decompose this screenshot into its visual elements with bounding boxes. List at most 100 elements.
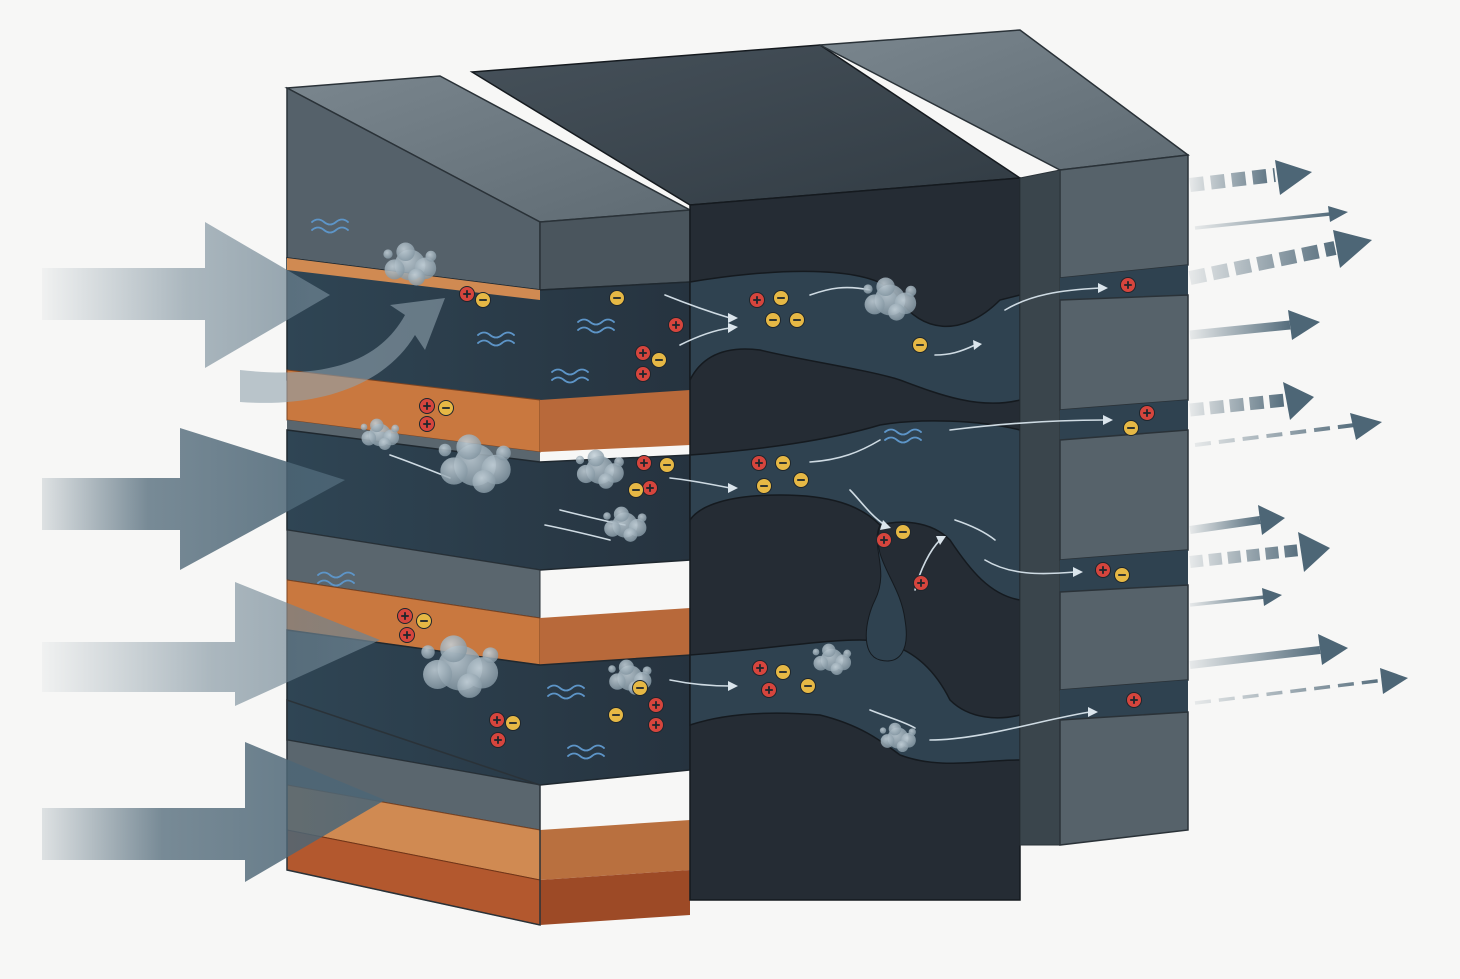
streamline xyxy=(934,344,976,356)
outgoing-arrow-6 xyxy=(1194,413,1382,447)
incoming-arrow-4 xyxy=(42,742,385,882)
copper-layer-4-side xyxy=(540,870,690,925)
positive-ion-icon xyxy=(419,416,435,432)
particle-cluster-icon xyxy=(421,635,499,698)
positive-ion-icon xyxy=(1120,277,1136,293)
negative-ion-icon xyxy=(438,400,454,416)
particle-clusters xyxy=(360,242,917,753)
particle-cluster-icon xyxy=(360,418,400,450)
negative-ion-icon xyxy=(1114,567,1130,583)
right-gap-2 xyxy=(1060,400,1188,440)
left-stack-top-slab-side xyxy=(539,209,691,291)
negative-ion-icon xyxy=(416,613,432,629)
positive-ion-icon xyxy=(635,345,651,361)
streamline-head xyxy=(728,483,738,493)
positive-ion-icon xyxy=(1095,562,1111,578)
streamline xyxy=(984,559,1076,575)
outgoing-arrow-9 xyxy=(1189,588,1282,607)
core-slot-upper xyxy=(689,270,1021,404)
particle-cluster-icon xyxy=(603,506,647,542)
core-slot-middle xyxy=(689,420,1021,601)
incoming-flow-arrows xyxy=(42,222,445,882)
streamline-head xyxy=(728,323,738,333)
ions xyxy=(397,277,1155,748)
water-wave-icon xyxy=(477,331,515,347)
streamline xyxy=(954,519,996,541)
outgoing-arrow-1 xyxy=(1189,160,1312,195)
negative-ion-icon xyxy=(793,472,809,488)
streamline xyxy=(679,327,731,346)
negative-ion-icon xyxy=(608,707,624,723)
water-wave-icon xyxy=(567,744,605,760)
streamline xyxy=(669,679,731,687)
outgoing-arrow-4 xyxy=(1189,310,1320,340)
streamline xyxy=(849,489,886,526)
streamline-head xyxy=(880,520,891,530)
particle-cluster-icon xyxy=(575,449,624,489)
water-wave-icon xyxy=(577,318,615,334)
negative-ion-icon xyxy=(1123,420,1139,436)
positive-ion-icon xyxy=(635,366,651,382)
negative-ion-icon xyxy=(609,290,625,306)
outgoing-flow-arrows xyxy=(1188,160,1408,705)
outgoing-arrow-7 xyxy=(1189,505,1285,535)
positive-ion-icon xyxy=(397,608,413,624)
outgoing-arrow-2 xyxy=(1194,206,1348,230)
incoming-curved-arrow xyxy=(240,298,445,403)
particle-cluster-icon xyxy=(879,722,916,753)
copper-layer-3-side xyxy=(540,820,690,880)
streamline xyxy=(869,709,916,729)
negative-ion-icon xyxy=(912,337,928,353)
negative-ion-icon xyxy=(475,292,491,308)
streamline xyxy=(809,439,881,463)
positive-ion-icon xyxy=(648,697,664,713)
outgoing-arrow-3 xyxy=(1188,230,1372,285)
flow-streamlines xyxy=(389,286,1106,741)
negative-ion-icon xyxy=(800,678,816,694)
water-waves xyxy=(311,218,922,760)
right-block-2 xyxy=(1059,294,1189,411)
particle-cluster-icon xyxy=(383,242,437,286)
streamline xyxy=(664,294,731,319)
water-wave-icon xyxy=(311,218,349,234)
negative-ion-icon xyxy=(775,455,791,471)
incoming-arrow-3 xyxy=(42,582,380,706)
negative-ion-icon xyxy=(651,352,667,368)
negative-ion-icon xyxy=(628,482,644,498)
streamline-head xyxy=(728,313,738,323)
copper-layer-1-side xyxy=(540,390,690,452)
negative-ion-icon xyxy=(789,312,805,328)
streamline-head xyxy=(728,681,738,691)
core-slot-curve xyxy=(865,524,907,662)
streamline xyxy=(929,711,1091,741)
copper-layer-2-side xyxy=(540,608,690,665)
particle-cluster-icon xyxy=(438,434,511,494)
streamline xyxy=(949,419,1106,431)
streamline-head xyxy=(1088,707,1098,717)
positive-ion-icon xyxy=(636,455,652,471)
positive-ion-icon xyxy=(913,575,929,591)
incoming-arrow-1 xyxy=(42,222,330,368)
positive-ion-icon xyxy=(490,732,506,748)
particle-cluster-icon xyxy=(863,277,917,321)
streamline-head xyxy=(936,536,946,545)
core-block xyxy=(469,44,1023,901)
outgoing-arrow-8 xyxy=(1189,532,1330,572)
particle-cluster-icon xyxy=(812,643,852,675)
positive-ion-icon xyxy=(419,398,435,414)
streamline-head xyxy=(973,340,982,350)
water-wave-icon xyxy=(317,571,355,587)
water-wave-icon xyxy=(551,368,589,384)
streamline xyxy=(544,524,611,541)
outgoing-arrow-11 xyxy=(1194,668,1408,705)
streamline-head xyxy=(1098,283,1108,293)
right-block-1 xyxy=(1059,154,1189,279)
negative-ion-icon xyxy=(659,457,675,473)
positive-ion-icon xyxy=(876,532,892,548)
negative-ion-icon xyxy=(765,312,781,328)
positive-ion-icon xyxy=(1139,405,1155,421)
positive-ion-icon xyxy=(1126,692,1142,708)
outgoing-arrow-10 xyxy=(1189,634,1348,669)
